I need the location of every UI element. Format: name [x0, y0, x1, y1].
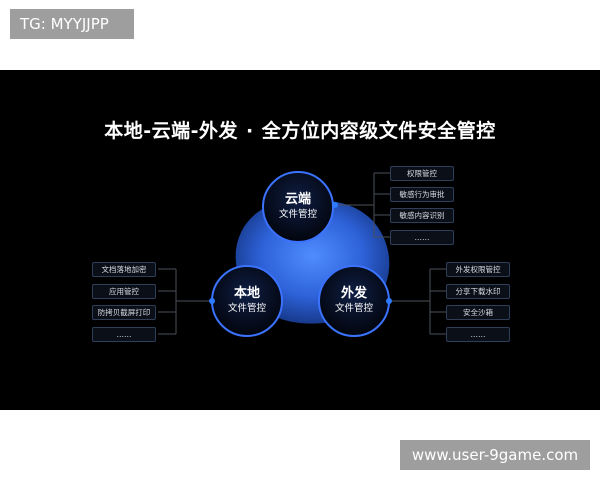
- local-node-sub: 文件管控: [227, 303, 267, 315]
- title-left: 本地-云端-外发: [104, 120, 239, 142]
- local-item: 应用管控: [92, 284, 156, 299]
- diagram-graphic: [158, 171, 446, 337]
- outgoing-node-name: 外发: [340, 286, 368, 302]
- title-right: 全方位内容级文件安全管控: [261, 120, 496, 142]
- local-connectors: [158, 268, 212, 335]
- title-separator: ·: [246, 120, 254, 142]
- local-item: 防拷贝截屏打印: [92, 305, 156, 320]
- watermark-top: TG: MYYJJPP: [10, 9, 134, 39]
- cloud-anchor-dot: [332, 202, 338, 208]
- outgoing-node-label: 外发 文件管控: [334, 286, 374, 315]
- local-item: 文档落地加密: [92, 262, 156, 277]
- diagram-panel: 本地-云端-外发 · 全方位内容级文件安全管控: [0, 70, 600, 410]
- local-anchor-dot: [209, 298, 215, 304]
- diagram-title: 本地-云端-外发 · 全方位内容级文件安全管控: [0, 116, 600, 143]
- outgoing-item: ……: [446, 327, 510, 342]
- cloud-item: ……: [390, 230, 454, 245]
- outgoing-connectors: [389, 268, 446, 335]
- cloud-item: 敏感内容识别: [390, 208, 454, 223]
- watermark-bottom: www.user-9game.com: [400, 440, 590, 470]
- local-item: ……: [92, 327, 156, 342]
- outgoing-item: 安全沙箱: [446, 305, 510, 320]
- outgoing-node-sub: 文件管控: [334, 303, 374, 315]
- cloud-item: 敏感行为审批: [390, 187, 454, 202]
- cloud-node-sub: 文件管控: [278, 209, 318, 221]
- cloud-node-label: 云端 文件管控: [278, 192, 318, 221]
- cloud-node-name: 云端: [284, 192, 312, 208]
- cloud-item: 权限管控: [390, 166, 454, 181]
- outgoing-anchor-dot: [386, 298, 392, 304]
- local-node-label: 本地 文件管控: [227, 286, 267, 315]
- outgoing-item: 分享下载水印: [446, 284, 510, 299]
- cloud-connectors: [336, 172, 390, 238]
- outgoing-item: 外发权限管控: [446, 262, 510, 277]
- local-node-name: 本地: [233, 286, 261, 302]
